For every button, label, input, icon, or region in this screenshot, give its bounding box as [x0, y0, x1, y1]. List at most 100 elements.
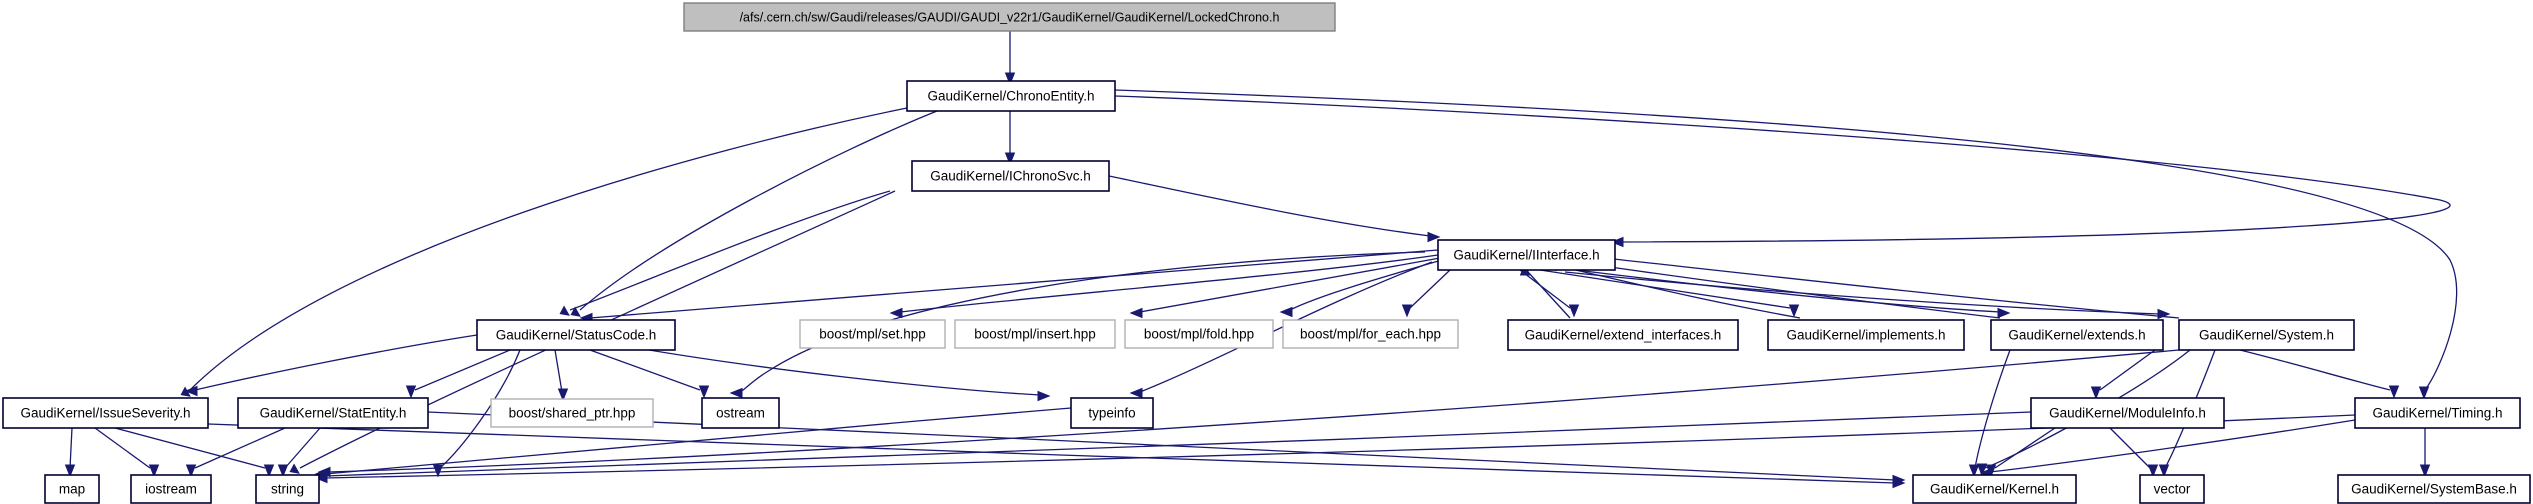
- graph-node-string[interactable]: string: [255, 474, 320, 504]
- graph-node-statentity[interactable]: GaudiKernel/StatEntity.h: [237, 397, 429, 429]
- dependency-edge: [1974, 349, 2011, 469]
- node-label: GaudiKernel/IChronoSvc.h: [930, 169, 1091, 184]
- dependency-edge: [1594, 256, 2180, 319]
- dependency-edge: [1114, 89, 2458, 391]
- graph-node-implements[interactable]: GaudiKernel/implements.h: [1767, 319, 1965, 351]
- node-label: GaudiKernel/StatusCode.h: [496, 328, 657, 343]
- dependency-edge: [69, 427, 73, 469]
- node-label: GaudiKernel/implements.h: [1786, 328, 1945, 343]
- graph-node-mplfold[interactable]: boost/mpl/fold.hpp: [1124, 319, 1274, 349]
- node-box[interactable]: [2354, 397, 2521, 429]
- node-box[interactable]: [1767, 319, 1965, 351]
- edge-arrowhead-icon: [1568, 304, 1580, 318]
- node-box[interactable]: [237, 397, 429, 429]
- dependency-edge: [189, 107, 908, 391]
- dependency-edge: [2109, 427, 2151, 469]
- node-box[interactable]: [906, 80, 1116, 112]
- dependency-edge: [2099, 349, 2156, 391]
- graph-node-sharedptr[interactable]: boost/shared_ptr.hpp: [490, 398, 654, 428]
- node-label: GaudiKernel/Kernel.h: [1930, 482, 2059, 497]
- graph-node-typeinfo[interactable]: typeinfo: [1070, 397, 1154, 429]
- edge-arrowhead-icon: [1997, 307, 2011, 319]
- graph-node-extends[interactable]: GaudiKernel/extends.h: [1990, 319, 2164, 351]
- graph-node-timing[interactable]: GaudiKernel/Timing.h: [2354, 397, 2521, 429]
- node-box[interactable]: [1282, 319, 1459, 349]
- graph-node-vector[interactable]: vector: [2139, 474, 2205, 504]
- edge-arrowhead-icon: [889, 307, 903, 319]
- graph-node-extendif[interactable]: GaudiKernel/extend_interfaces.h: [1507, 319, 1739, 351]
- edge-arrowhead-icon: [1279, 306, 1293, 318]
- graph-node-chrono[interactable]: GaudiKernel/ChronoEntity.h: [906, 80, 1116, 112]
- node-box[interactable]: [2030, 397, 2225, 429]
- node-box[interactable]: [683, 2, 1336, 32]
- graph-node-sysbase[interactable]: GaudiKernel/SystemBase.h: [2337, 474, 2531, 504]
- node-label: iostream: [145, 482, 197, 497]
- node-label: ostream: [716, 406, 765, 421]
- node-box[interactable]: [490, 398, 654, 428]
- edge-arrowhead-icon: [1610, 236, 1624, 248]
- node-box[interactable]: [130, 474, 212, 504]
- dependency-edge: [1139, 261, 1433, 393]
- node-label: GaudiKernel/ModuleInfo.h: [2049, 406, 2206, 421]
- node-box[interactable]: [255, 474, 320, 504]
- node-box[interactable]: [911, 160, 1110, 192]
- dependency-edge: [1114, 95, 2451, 243]
- edge-arrowhead-icon: [277, 464, 289, 478]
- node-box[interactable]: [1507, 319, 1739, 351]
- dependency-edge: [1559, 267, 2001, 313]
- dependency-edge: [619, 344, 1041, 396]
- dependency-edge: [1108, 175, 1431, 237]
- node-box[interactable]: [701, 397, 780, 429]
- dependency-edge: [2239, 349, 2391, 391]
- edge-arrowhead-icon: [1427, 231, 1441, 243]
- node-label: boost/shared_ptr.hpp: [509, 406, 636, 421]
- dependency-edge: [554, 349, 563, 393]
- graph-node-system[interactable]: GaudiKernel/System.h: [2178, 319, 2355, 351]
- graph-node-ostream[interactable]: ostream: [701, 397, 780, 429]
- graph-node-map[interactable]: map: [44, 474, 100, 504]
- node-box[interactable]: [44, 474, 100, 504]
- node-label: GaudiKernel/extends.h: [2008, 328, 2145, 343]
- edge-arrowhead-icon: [405, 385, 417, 399]
- graph-node-mplinsert[interactable]: boost/mpl/insert.hpp: [954, 319, 1116, 349]
- graph-node-issuesev[interactable]: GaudiKernel/IssueSeverity.h: [2, 397, 209, 429]
- graph-node-ichrono[interactable]: GaudiKernel/IChronoSvc.h: [911, 160, 1110, 192]
- edge-arrowhead-icon: [2158, 464, 2170, 478]
- edge-arrowhead-icon: [570, 306, 581, 317]
- node-label: GaudiKernel/extend_interfaces.h: [1525, 328, 1722, 343]
- node-box[interactable]: [2178, 319, 2355, 351]
- node-box[interactable]: [476, 319, 676, 351]
- node-box[interactable]: [1124, 319, 1274, 349]
- dependency-edge: [439, 349, 521, 469]
- graph-node-statuscode[interactable]: GaudiKernel/StatusCode.h: [476, 319, 676, 351]
- node-label: map: [59, 482, 85, 497]
- node-box[interactable]: [1070, 397, 1154, 429]
- node-box[interactable]: [2337, 474, 2531, 504]
- graph-node-iostream[interactable]: iostream: [130, 474, 212, 504]
- graph-node-moduleinfo[interactable]: GaudiKernel/ModuleInfo.h: [2030, 397, 2225, 429]
- edge-arrowhead-icon: [2388, 385, 2400, 399]
- node-box[interactable]: [2, 397, 209, 429]
- dependency-edge: [1527, 271, 1571, 319]
- graph-node-kernel[interactable]: GaudiKernel/Kernel.h: [1912, 474, 2077, 504]
- node-box[interactable]: [1990, 319, 2164, 351]
- node-box[interactable]: [1912, 474, 2077, 504]
- graph-node-mplset[interactable]: boost/mpl/set.hpp: [799, 319, 946, 349]
- node-box[interactable]: [2139, 474, 2205, 504]
- dependency-edge: [569, 190, 891, 311]
- dependency-edge: [589, 349, 701, 391]
- edges-layer: [64, 31, 2458, 489]
- graph-node-iinterface[interactable]: GaudiKernel/IInterface.h: [1437, 239, 1616, 271]
- node-box[interactable]: [1437, 239, 1616, 271]
- graph-node-mplforeach[interactable]: boost/mpl/for_each.hpp: [1282, 319, 1459, 349]
- graph-node-root[interactable]: /afs/.cern.ch/sw/Gaudi/releases/GAUDI/GA…: [683, 2, 1336, 32]
- node-box[interactable]: [799, 319, 946, 349]
- node-label: GaudiKernel/Timing.h: [2372, 406, 2502, 421]
- node-box[interactable]: [954, 319, 1116, 349]
- node-label: GaudiKernel/System.h: [2199, 328, 2334, 343]
- dependency-edge: [1574, 261, 2001, 319]
- edge-arrowhead-icon: [1976, 463, 1988, 477]
- dependency-edge: [1994, 427, 2056, 469]
